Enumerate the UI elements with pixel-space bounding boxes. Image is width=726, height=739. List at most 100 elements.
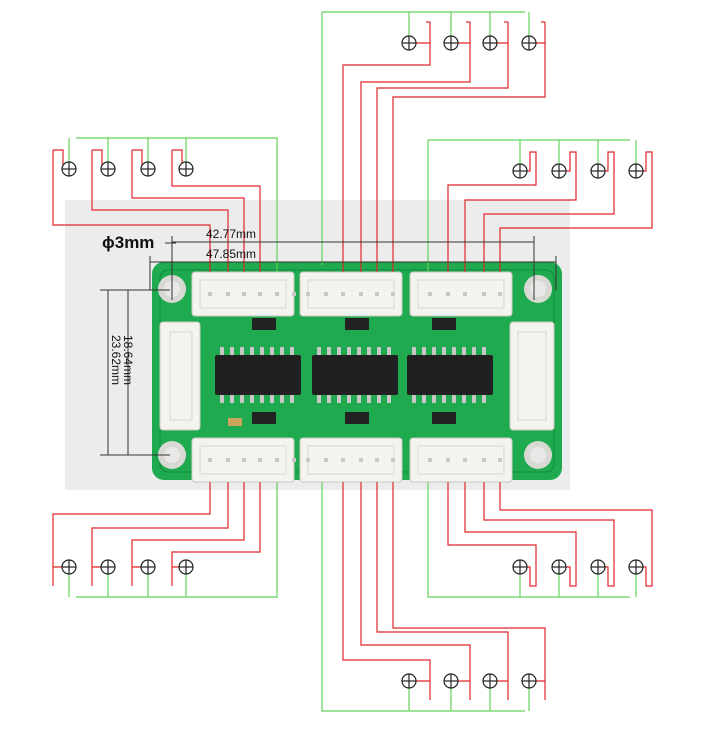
connector-bottom-3: [409, 437, 513, 483]
outer-height-label: 23.62mm: [109, 335, 123, 385]
top-left-lead: [131, 150, 245, 272]
bottom-right-lead: [464, 482, 577, 587]
top-center-lead: [376, 43, 509, 272]
top-right-lead: [464, 151, 577, 272]
pin: [446, 292, 450, 296]
bottom-left-lead: [52, 482, 211, 586]
bottom-right-lead: [447, 482, 537, 587]
plus-in-circle-icon: [482, 673, 498, 689]
pin: [324, 458, 328, 462]
pin: [226, 458, 230, 462]
plus-in-circle-icon: [401, 673, 417, 689]
top-left-lead-tab: [53, 149, 64, 170]
hole-diameter-label: ϕ3mm: [102, 233, 154, 252]
top-center-lead-tab: [458, 22, 471, 44]
pin: [463, 458, 467, 462]
bottom-center-lead: [392, 482, 546, 700]
bottom-center-lead: [376, 482, 509, 700]
inner-width-label: 42.77mm: [206, 227, 256, 241]
pin: [208, 292, 212, 296]
plus-in-circle-icon: [512, 163, 528, 179]
wires: [52, 11, 653, 712]
pin: [498, 458, 502, 462]
pin: [391, 292, 395, 296]
plus-in-circle-icon: [443, 673, 459, 689]
plus-in-circle-icon: [590, 559, 606, 575]
bottom-left-lead: [171, 482, 261, 586]
pin: [242, 292, 246, 296]
bottom-right-ground: [427, 482, 630, 598]
plus-in-circle-icon: [178, 161, 194, 177]
pin: [428, 458, 432, 462]
top-left-lead: [52, 150, 211, 272]
plus-in-circle-icon: [482, 35, 498, 51]
pin: [306, 292, 310, 296]
top-right-lead: [447, 151, 537, 272]
plus-in-circle-icon: [140, 559, 156, 575]
connector-top-3: [409, 271, 513, 317]
connector-top-2: [299, 271, 403, 317]
top-left-lead: [171, 150, 261, 272]
terminals: [61, 35, 644, 689]
plus-in-circle-icon: [61, 161, 77, 177]
bottom-right-lead: [499, 482, 653, 587]
plus-in-circle-icon: [140, 161, 156, 177]
pin: [482, 458, 486, 462]
plus-in-circle-icon: [100, 559, 116, 575]
plus-in-circle-icon: [628, 163, 644, 179]
mounting-hole-icon: [524, 441, 552, 469]
top-center-lead: [342, 43, 431, 272]
pin: [463, 292, 467, 296]
plus-in-circle-icon: [551, 163, 567, 179]
top-left-lead-tab: [132, 149, 143, 170]
plus-in-circle-icon: [628, 559, 644, 575]
pin: [391, 458, 395, 462]
top-left-lead-tab: [92, 149, 103, 170]
pin: [292, 458, 296, 462]
pcb-board: [152, 262, 562, 483]
connector-left: [159, 321, 201, 431]
pin: [275, 292, 279, 296]
bottom-right-lead: [483, 482, 615, 587]
bottom-center-lead: [360, 482, 471, 700]
smd-components: [228, 318, 456, 426]
pin: [324, 292, 328, 296]
inner-height-label: 18.64mm: [121, 335, 135, 385]
driver-chip-1: [215, 347, 301, 403]
top-center-lead-tab: [416, 22, 431, 44]
plus-in-circle-icon: [521, 35, 537, 51]
plus-in-circle-icon: [61, 559, 77, 575]
bottom-left-ground: [76, 482, 278, 598]
plus-in-circle-icon: [178, 559, 194, 575]
pin: [226, 292, 230, 296]
connector-pins: [208, 292, 502, 462]
plus-in-circle-icon: [401, 35, 417, 51]
bottom-center-lead: [342, 482, 431, 700]
pin: [341, 292, 345, 296]
pin: [375, 292, 379, 296]
pin: [359, 292, 363, 296]
pin: [258, 292, 262, 296]
connector-bottom-2: [299, 437, 403, 483]
connector-right: [509, 321, 555, 431]
top-left-ground: [76, 137, 278, 272]
driver-chip-3: [407, 347, 493, 403]
top-center-lead: [392, 43, 546, 272]
driver-chip-2: [312, 347, 398, 403]
top-right-lead: [483, 151, 615, 272]
pin: [275, 458, 279, 462]
dimension-lines: [100, 236, 557, 456]
top-left-lead: [91, 150, 229, 272]
pin: [359, 458, 363, 462]
pin: [242, 458, 246, 462]
top-center-lead-tab: [536, 22, 546, 44]
top-right-lead: [499, 151, 653, 272]
top-center-lead: [360, 43, 471, 272]
top-center-lead-tab: [497, 22, 509, 44]
plus-in-circle-icon: [100, 161, 116, 177]
bottom-center-ground: [321, 482, 525, 712]
pin: [208, 458, 212, 462]
plus-in-circle-icon: [590, 163, 606, 179]
mounting-hole-icon: [158, 441, 186, 469]
